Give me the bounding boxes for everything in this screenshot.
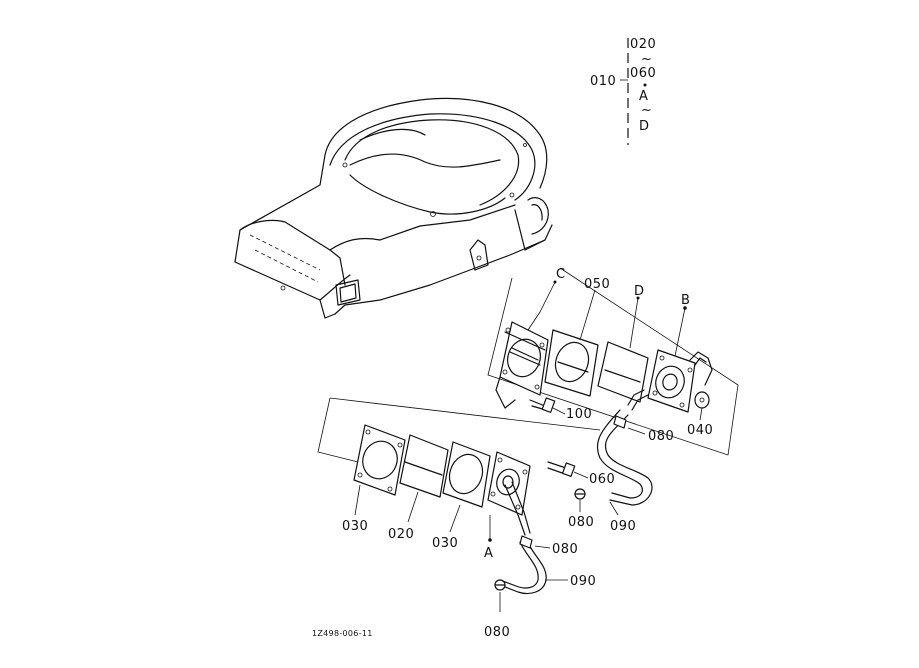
legend-tilde-2: ~ <box>641 103 652 118</box>
gasket-c <box>495 321 549 409</box>
gasket-030-right <box>442 441 491 508</box>
fan-shroud <box>234 97 553 319</box>
clamp-080-bottom <box>494 579 506 591</box>
legend-assembly-number: 010 <box>590 74 616 89</box>
label-080-lower: 080 <box>552 542 578 557</box>
label-090-lower: 090 <box>570 574 596 589</box>
label-100: 100 <box>566 407 592 422</box>
label-a: A <box>484 546 493 561</box>
gasket-050 <box>544 329 599 397</box>
legend-range-start: 020 <box>630 37 656 52</box>
legend-letter-end: D <box>639 119 650 134</box>
hose-090-lower <box>499 535 547 595</box>
legend-letter-start: A <box>639 89 648 104</box>
label-b: B <box>681 293 690 308</box>
diaphragm-020 <box>399 434 449 498</box>
label-080-mid: 080 <box>568 515 594 530</box>
label-030-left: 030 <box>342 519 368 534</box>
label-d: D <box>634 284 645 299</box>
label-060: 060 <box>589 472 615 487</box>
legend-tilde-1: ~ <box>641 52 652 67</box>
label-030-right: 030 <box>432 536 458 551</box>
label-020: 020 <box>388 527 414 542</box>
label-040: 040 <box>687 423 713 438</box>
label-c: C <box>556 267 566 282</box>
screw-060 <box>547 461 576 478</box>
label-080-bottom: 080 <box>484 625 510 640</box>
hose-090-upper <box>596 409 653 506</box>
pump-body-a <box>487 451 531 536</box>
assembly-frame-upper <box>487 267 739 456</box>
assembly-frame-lower <box>317 397 601 463</box>
label-090-right: 090 <box>610 519 636 534</box>
label-080-upper: 080 <box>648 429 674 444</box>
leader-lines <box>354 280 703 612</box>
pump-body-b <box>627 349 713 413</box>
clamp-080-mid <box>574 488 586 500</box>
legend-range-mid: 060 <box>630 66 656 81</box>
callout-labels: C 050 D B 100 080 040 060 080 090 030 02… <box>342 267 713 640</box>
label-050: 050 <box>584 277 610 292</box>
diaphragm-d <box>597 341 649 403</box>
drawing-code: 1Z498-006-11 <box>312 629 373 638</box>
gasket-030-left <box>353 424 406 496</box>
screw-100 <box>529 397 556 413</box>
assembly-legend: 010 020 ~ 060 A ~ D <box>590 37 656 145</box>
